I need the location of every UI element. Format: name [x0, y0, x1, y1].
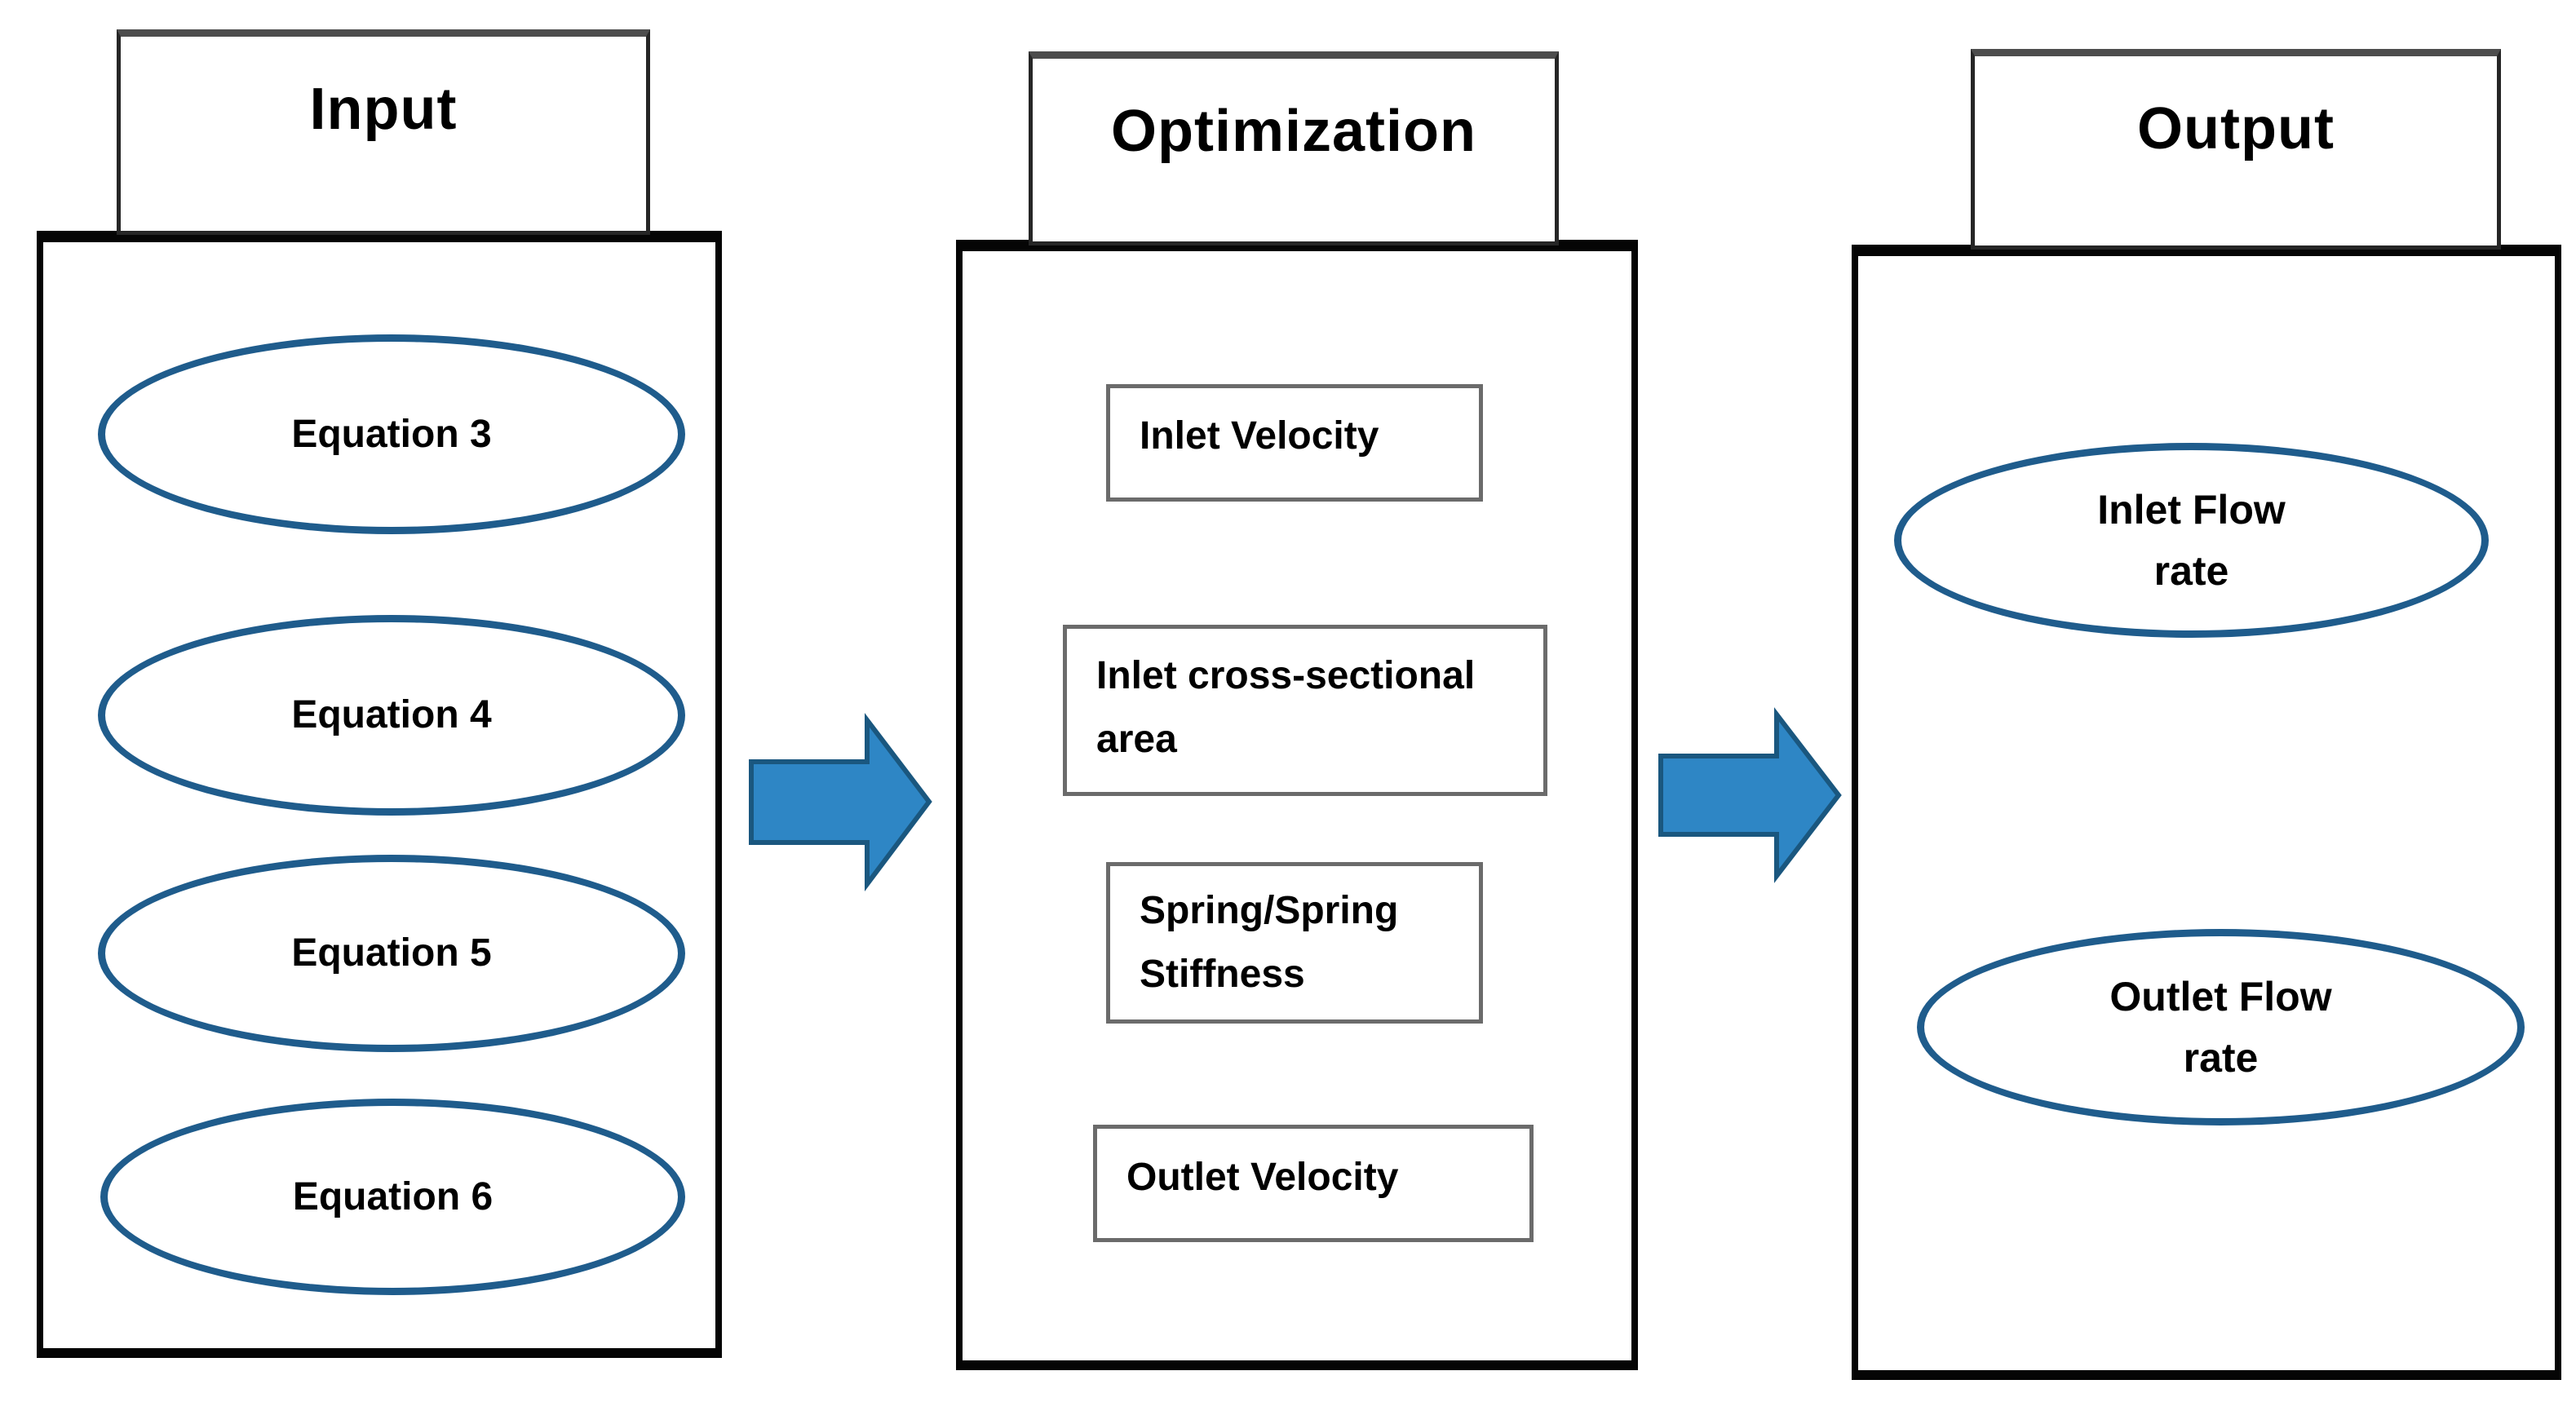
node-label-line2: rate [2153, 547, 2229, 594]
node-label: Equation 5 [291, 931, 492, 975]
node-label: Inlet Velocity [1140, 414, 1379, 458]
node-label: Equation 3 [291, 412, 492, 456]
node-label: Equation 6 [292, 1174, 494, 1218]
node-label: Inlet cross-sectional [1096, 654, 1476, 698]
node-label-line2: area [1096, 718, 1177, 761]
node-spring-stiffness: Spring/Spring Stiffness [1106, 862, 1483, 1024]
node-inlet-velocity: Inlet Velocity [1106, 384, 1483, 502]
node-equation-6: Equation 6 [100, 1099, 685, 1295]
node-inlet-flow-rate: Inlet Flow rate [1894, 443, 2489, 638]
node-inlet-cross-sectional-area: Inlet cross-sectional area [1063, 625, 1547, 796]
node-label-line2: rate [2183, 1034, 2259, 1081]
arrow-right-icon [1658, 707, 1842, 883]
optimization-title: Optimization [1111, 99, 1476, 164]
input-title: Input [309, 77, 458, 142]
optimization-title-box: Optimization [1029, 51, 1559, 245]
arrow-input-to-optimization [738, 710, 942, 893]
output-title: Output [2137, 96, 2335, 161]
arrow-optimization-to-output [1648, 701, 1852, 885]
node-equation-4: Equation 4 [98, 615, 685, 816]
node-label: Outlet Velocity [1126, 1156, 1399, 1200]
node-label: Spring/Spring [1140, 889, 1399, 933]
node-equation-3: Equation 3 [98, 334, 685, 534]
output-title-box: Output [1971, 49, 2501, 250]
node-label: Outlet Flow [2109, 973, 2332, 1019]
output-panel [1852, 245, 2561, 1380]
node-label-line2: Stiffness [1140, 953, 1305, 996]
node-outlet-flow-rate: Outlet Flow rate [1917, 929, 2525, 1125]
node-label: Equation 4 [291, 693, 492, 736]
arrow-right-icon [749, 713, 932, 891]
node-equation-5: Equation 5 [98, 855, 685, 1052]
node-outlet-velocity: Outlet Velocity [1093, 1125, 1534, 1242]
input-title-box: Input [117, 29, 650, 235]
node-label: Inlet Flow [2097, 486, 2286, 533]
